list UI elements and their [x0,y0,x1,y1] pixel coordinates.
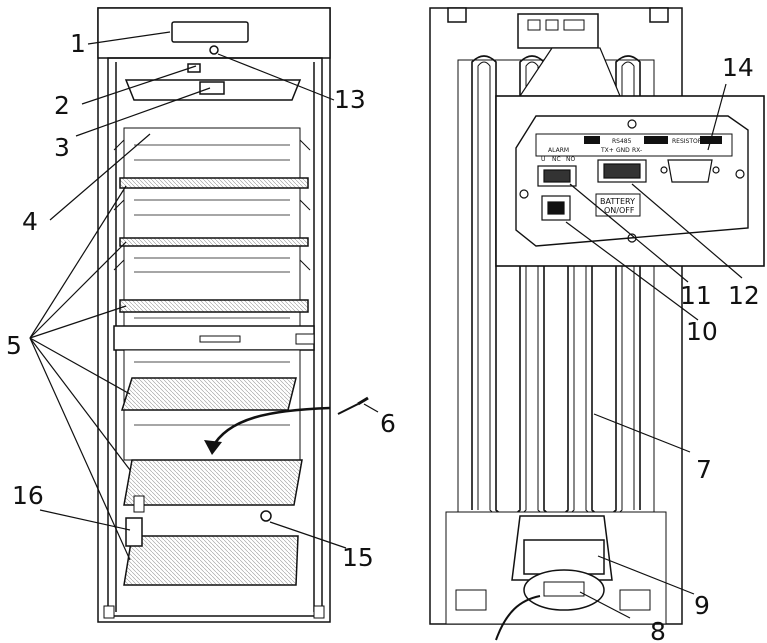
basket-shelf-4 [120,377,297,411]
inner-frame [107,57,323,617]
right-leader-lines [565,83,743,619]
lock-icon [209,45,219,55]
connector-panel-inset: ALARM U NC NO RS485 TX+ GND RX- RESISTOR [495,95,765,267]
callout-2: 2 [54,91,70,120]
alarm-terminal-block [537,165,577,187]
callout-6: 6 [380,409,396,438]
alarm-nc-label: NC [552,156,561,163]
callout-numbers: 1 2 3 4 5 6 7 8 9 10 11 12 13 14 15 16 [6,29,760,643]
rs485-gnd-label: GND [616,147,630,154]
callout-10: 10 [686,317,718,346]
callout-7: 7 [696,455,712,484]
sensor-box [125,517,143,547]
alarm-label: ALARM [548,147,569,154]
display-window [171,21,249,43]
wire-shelf-2 [119,237,309,247]
resistor-connector [660,159,720,183]
callout-14: 14 [722,53,754,82]
probe-cable-arrow [210,406,331,449]
rs485-label: RS485 [612,138,632,145]
top-left-cap [447,7,467,23]
callout-3: 3 [54,133,70,162]
callout-11: 11 [680,281,712,310]
callout-9: 9 [694,591,710,620]
alarm-no-label: NO [566,156,575,163]
callout-15: 15 [342,543,374,572]
basket-shelf-bottom [123,535,299,586]
front-view [97,7,369,623]
compressor-area [445,511,667,641]
callout-1: 1 [70,29,86,58]
electrical-box [523,539,605,575]
left-leader-lines [29,31,379,561]
callout-5: 5 [6,331,22,360]
drain-hole [260,510,272,522]
rs485-rx-label: RX- [632,147,642,154]
battery-switch [541,195,571,221]
battery-label-line2: ON/OFF [604,206,635,215]
battery-label-line1: BATTERY [600,197,635,206]
callout-8: 8 [650,617,666,643]
callout-4: 4 [22,207,38,236]
resistor-label: RESISTOR [672,138,702,145]
rs485-tx-label: TX+ [600,147,614,154]
basket-shelf-5 [123,459,303,506]
wire-shelf-3 [119,299,309,313]
alarm-u-label: U [541,156,545,163]
callout-13: 13 [334,85,366,114]
top-connector-box [517,13,599,49]
wire-shelf-1 [119,177,309,189]
top-right-cap [649,7,669,23]
callout-16: 16 [12,481,44,510]
callout-12: 12 [728,281,760,310]
probe-icon [337,396,369,415]
rs485-terminal-block [597,159,647,183]
